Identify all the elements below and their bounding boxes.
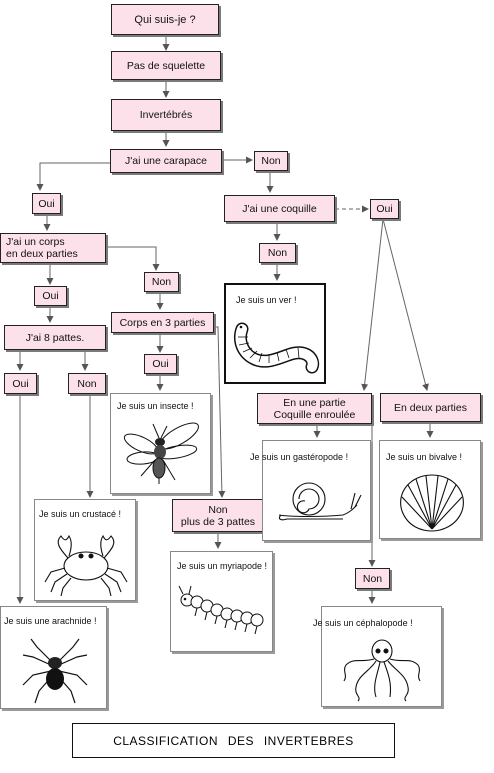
node-deux-parties: En deux parties	[380, 393, 481, 422]
node-pas-de-squelette: Pas de squelette	[111, 51, 221, 80]
result-label-myriapode: Je suis un myriapode !	[177, 561, 268, 571]
result-panel-bivalve: Je suis un bivalve !	[379, 440, 481, 539]
node-carapace-oui: Oui	[32, 193, 61, 214]
node-coquille: J'ai une coquille	[224, 195, 335, 222]
node-trois-oui: Oui	[144, 354, 177, 374]
worm-icon	[234, 322, 320, 374]
result-panel-gasteropode: Je suis un gastéropode !	[250, 440, 371, 541]
node-corps-oui: Oui	[34, 286, 67, 306]
insect-icon	[123, 422, 199, 484]
node-myriapode-non: Non plus de 3 pattes	[172, 499, 264, 532]
snail-icon	[278, 482, 362, 521]
node-une-partie: En une partie Coquille enroulée	[257, 393, 372, 424]
result-panel-crustace: Je suis un crustacé !	[34, 499, 136, 601]
node-corps-deux-parties: J'ai un corps en deux parties	[0, 233, 106, 263]
result-label-arachnide: Je suis une arachnide !	[4, 616, 97, 626]
result-label-cephalopode: Je suis un céphalopode !	[313, 618, 413, 628]
result-label-crustace: Je suis un crustacé !	[39, 509, 122, 519]
spider-icon	[22, 638, 88, 704]
node-carapace: J'ai une carapace	[110, 149, 222, 173]
node-carapace-non: Non	[254, 151, 288, 171]
node-coquille-non: Non	[259, 243, 296, 263]
arrow-corps-non	[106, 246, 160, 271]
result-label-insecte: Je suis un insecte !	[117, 401, 194, 411]
node-invertebres: Invertébrés	[111, 99, 221, 131]
crab-icon	[44, 534, 128, 597]
arrow-carapace-oui	[36, 162, 110, 191]
myriapod-icon	[178, 585, 264, 635]
result-panel-arachnide: Je suis une arachnide !	[0, 606, 107, 709]
node-corps-non: Non	[144, 272, 179, 292]
result-panel-myriapode: Je suis un myriapode !	[170, 551, 273, 652]
arrow-oui-unepartie	[361, 218, 384, 391]
diagram-title: CLASSIFICATION DES INVERTEBRES	[72, 723, 395, 758]
clam-icon	[400, 474, 464, 532]
octopus-icon	[343, 639, 421, 702]
result-panel-ver: Je suis un ver !	[224, 283, 326, 384]
result-panel-cephalopode: Je suis un céphalopode !	[313, 606, 442, 707]
node-qui-suis-je: Qui suis-je ?	[111, 4, 219, 35]
result-label-ver: Je suis un ver !	[236, 295, 297, 305]
node-huit-oui: Oui	[4, 373, 37, 394]
result-label-bivalve: Je suis un bivalve !	[386, 452, 463, 462]
node-corps-trois-parties: Corps en 3 parties	[111, 312, 214, 333]
node-cephalo-non: Non	[355, 568, 390, 589]
result-panel-insecte: Je suis un insecte !	[110, 393, 211, 494]
result-label-gasteropode: Je suis un gastéropode !	[250, 452, 349, 462]
node-huit-pattes: J'ai 8 pattes.	[4, 325, 106, 350]
node-huit-non: Non	[68, 373, 106, 394]
arrow-oui-deuxparties	[382, 218, 429, 391]
node-coquille-oui: Oui	[370, 199, 399, 219]
